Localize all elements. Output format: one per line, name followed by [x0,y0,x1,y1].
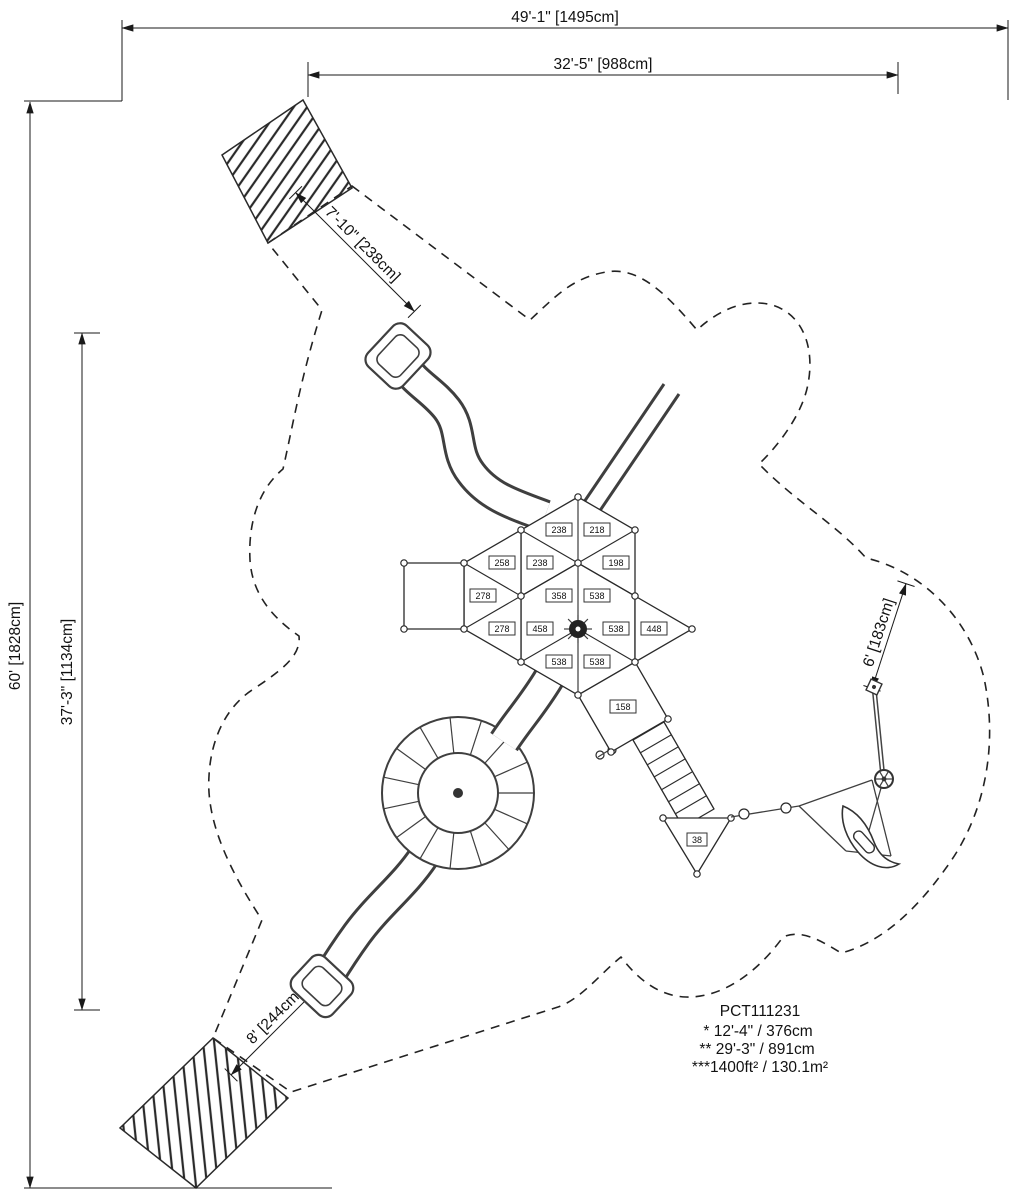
dim-play-width-label: 32'-5" [988cm] [554,56,653,73]
deck-label: 198 [602,555,630,570]
swing-seat [841,804,902,869]
svg-text:158: 158 [615,702,630,712]
spiral-slide [289,669,564,1019]
deck-label: 358 [545,588,573,603]
svg-text:238: 238 [551,525,566,535]
center-hub [564,615,592,643]
pole-top-fitting [865,678,883,696]
svg-text:358: 358 [551,591,566,601]
deck-label: 158 [609,699,637,714]
svg-text:278: 278 [494,624,509,634]
hatch-area-bottom-left [118,1037,290,1189]
svg-text:218: 218 [589,525,604,535]
svg-text:258: 258 [494,558,509,568]
svg-text:458: 458 [532,624,547,634]
deck-label: 448 [640,621,668,636]
notes-block: PCT111231 * 12'-4" / 376cm ** 29'-3" / 8… [692,1003,828,1076]
deck-label: 538 [602,621,630,636]
svg-text:198: 198 [608,558,623,568]
deck-label: 278 [488,621,516,636]
top-tube-slide [364,322,551,532]
deck-labels: 238 218 258 238 198 278 358 538 278 458 … [469,522,708,847]
svg-text:448: 448 [646,624,661,634]
overhead-poles [580,383,681,516]
ramp [632,721,715,828]
note-line-2: ** 29'-3" / 891cm [699,1041,814,1058]
bottom-slide-exit-cap [289,953,355,1019]
svg-text:38: 38 [692,835,702,845]
spiral-center-post [453,788,463,798]
deck-label: 538 [583,588,611,603]
dim-overall-width: 49'-1" [1495cm] [121,9,1009,101]
dim-right-item-label: 6' [183cm] [860,596,898,669]
left-square-deck [403,562,465,630]
dim-play-depth-label: 37'-3" [1134cm] [59,619,76,725]
swing-hub-wheel [874,769,894,789]
deck-label: 538 [583,654,611,669]
deck-label: 218 [583,522,611,537]
deck-label: 238 [545,522,573,537]
svg-text:238: 238 [532,558,547,568]
deck-label: 238 [526,555,554,570]
dim-play-depth: 37'-3" [1134cm] [59,332,100,1011]
dim-right-item: 6' [183cm] [860,580,915,692]
spiral-segments [383,717,534,869]
deck-label: 458 [526,621,554,636]
deck-label: 38 [686,832,708,847]
note-line-3: ***1400ft² / 130.1m² [692,1059,828,1076]
dim-overall-width-label: 49'-1" [1495cm] [511,9,619,26]
use-zone-outline [207,185,991,1093]
svg-text:278: 278 [475,591,490,601]
svg-text:538: 538 [608,624,623,634]
svg-text:538: 538 [589,657,604,667]
deck-label: 258 [488,555,516,570]
dim-play-width: 32'-5" [988cm] [307,56,899,97]
deck-label: 538 [545,654,573,669]
note-line-1: * 12'-4" / 376cm [703,1023,812,1040]
model-number: PCT111231 [720,1003,800,1020]
support-posts [400,493,735,878]
ramp-rungs [639,734,707,815]
swing-assembly [730,678,902,869]
swing-handle [852,830,876,854]
dim-overall-depth: 60' [1828cm] [7,100,332,1189]
top-slide-exit-cap [364,322,432,390]
deck-label: 278 [469,588,497,603]
svg-text:538: 538 [589,591,604,601]
svg-text:538: 538 [551,657,566,667]
dim-overall-depth-label: 60' [1828cm] [7,602,24,690]
